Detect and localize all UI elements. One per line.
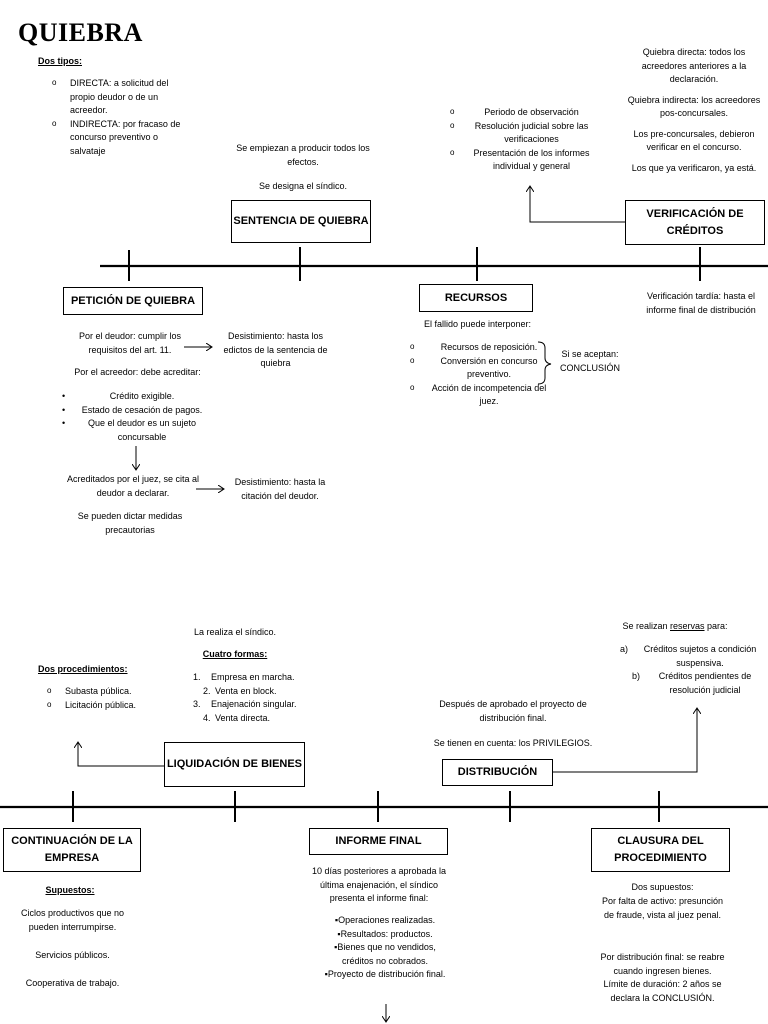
list-item: 1.Empresa en marcha. [193,672,295,682]
list-item: Proyecto de distribución final. [322,968,448,982]
informe-box: INFORME FINAL [309,828,448,855]
verificacion-box: VERIFICACIÓN DE CRÉDITOS [625,200,765,245]
reservas-heading: Se realizan reservas para: [622,621,728,631]
list-item: Presentación de los informes individual … [450,146,595,174]
list-item: Bienes que no vendidos, créditos no cobr… [322,941,448,968]
list-item: 3.Enajenación singular. [193,699,297,709]
list-item: Operaciones realizadas. [322,914,448,928]
list-item: Estado de cesación de pagos. [62,404,212,418]
list-item: Crédito exigible. [62,390,212,404]
list-item: 4.Venta directa. [203,712,271,723]
liquidacion-formas-list: 1.Empresa en marcha. 2.Venta en block. 3… [193,671,313,725]
clausura-box: CLAUSURA DEL PROCEDIMIENTO [591,828,730,872]
verificacion-list: Periodo de observación Resolución judici… [450,105,595,174]
continuacion-box: CONTINUACIÓN DE LA EMPRESA [3,828,141,872]
recursos-list: Recursos de reposición. Conversión en co… [410,340,550,409]
list-item: Subasta pública. [47,684,157,699]
page-title: QUIEBRA [18,18,143,47]
list-item: Recursos de reposición. [410,340,550,355]
peticion-acreedor: Por el acreedor: debe acreditar: [74,367,201,377]
verificacion-notes: Quiebra directa: todos los acreedores an… [627,47,761,173]
clausura-distribucion-final: Por distribución final: se reabre cuando… [600,952,725,1003]
list-item: Conversión en concurso preventivo. [410,354,550,382]
peticion-medidas: Se pueden dictar medidas precautorias [77,511,183,535]
list-item: Resultados: productos. [322,928,448,942]
list-item: Licitación pública. [47,698,157,713]
sentencia-note-efectos: Se empiezan a producir todos los efectos… [236,143,370,167]
clausura-supuestos: Dos supuestos: [631,882,694,892]
peticion-desistimiento-2: Desistimiento: hasta la citación del deu… [234,477,326,501]
list-item: INDIRECTA: por fracaso de concurso preve… [52,117,182,159]
reservas-list: a)Créditos sujetos a condición suspensiv… [620,643,760,697]
informe-list: Operaciones realizadas. Resultados: prod… [322,914,448,982]
liquidacion-box: LIQUIDACIÓN DE BIENES [164,742,305,787]
clausura-falta-activo: Por falta de activo: presunción de fraud… [601,896,724,920]
informe-intro: 10 días posteriores a aprobada la última… [311,866,447,903]
list-item: Acción de incompetencia del juez. [410,381,550,409]
list-item: Periodo de observación [450,105,595,120]
list-item: Resolución judicial sobre las verificaci… [450,119,595,147]
peticion-box: PETICIÓN DE QUIEBRA [63,287,203,315]
dos-procedimientos-list: Subasta pública. Licitación pública. [47,684,157,713]
dos-tipos-heading: Dos tipos: [38,56,82,66]
liquidacion-realiza: La realiza el síndico. [193,627,277,637]
dos-tipos-list: DIRECTA: a solicitud del propio deudor o… [52,76,182,159]
liquidacion-heading: Cuatro formas: [202,649,268,659]
distribucion-box: DISTRIBUCIÓN [442,759,553,786]
peticion-acreedor-list: Crédito exigible. Estado de cesación de … [62,390,212,444]
continuacion-item-servicios: Servicios públicos. [35,950,110,960]
sentencia-box: SENTENCIA DE QUIEBRA [231,200,371,243]
continuacion-item-cooperativa: Cooperativa de trabajo. [25,978,120,988]
dos-procedimientos-heading: Dos procedimientos: [38,664,128,674]
list-item: DIRECTA: a solicitud del propio deudor o… [52,76,182,118]
distribucion-note-aprobado: Después de aprobado el proyecto de distr… [439,699,587,723]
recursos-aceptan: Si se aceptan: CONCLUSIÓN [559,349,620,373]
peticion-acreditados: Acreditados por el juez, se cita al deud… [66,474,200,498]
distribucion-note-privilegios: Se tienen en cuenta: los PRIVILEGIOS. [433,738,593,748]
peticion-desistimiento-1: Desistimiento: hasta los edictos de la s… [223,331,328,368]
continuacion-item-ciclos: Ciclos productivos que no pueden interru… [20,908,125,932]
continuacion-heading: Supuestos: [45,885,95,895]
recursos-box: RECURSOS [419,284,533,312]
list-item: a)Créditos sujetos a condición suspensiv… [620,644,757,668]
list-item: 2.Venta en block. [203,685,277,696]
list-item: b)Créditos pendientes de resolución judi… [632,671,752,695]
sentencia-note-sindico: Se designa el síndico. [258,181,348,191]
recursos-intro: El fallido puede interponer: [423,319,532,329]
list-item: Que el deudor es un sujeto concursable [62,417,212,444]
verificacion-tardia: Verificación tardía: hasta el informe fi… [646,291,756,315]
peticion-deudor: Por el deudor: cumplir los requisitos de… [78,331,182,355]
